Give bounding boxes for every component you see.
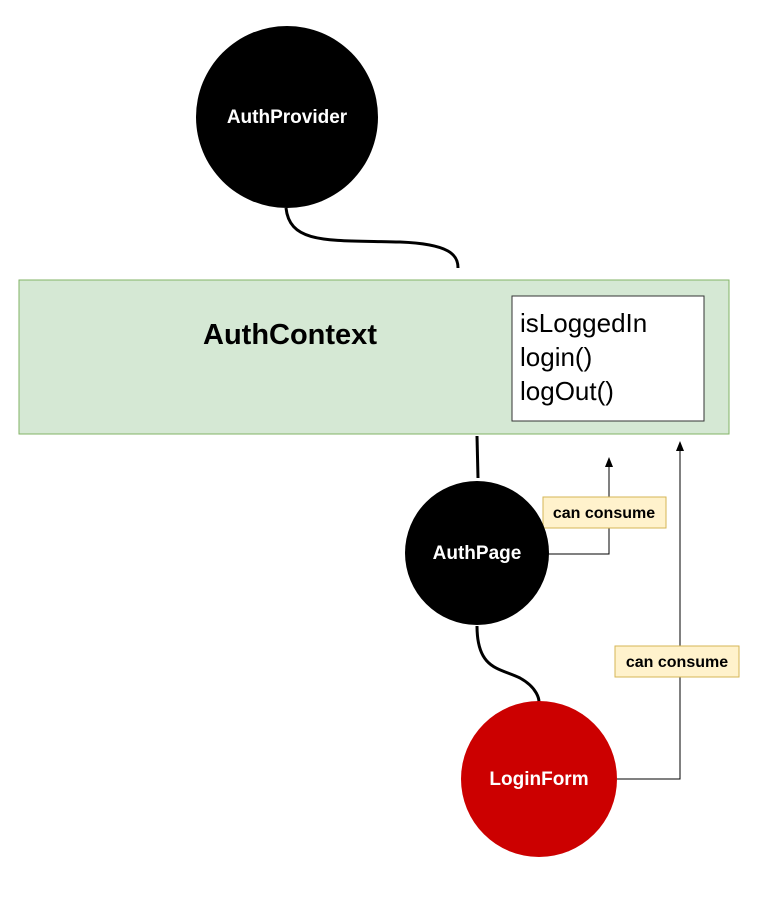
- auth-provider-circle: [196, 26, 378, 208]
- connector-context-authpage: [475, 435, 480, 479]
- auth-provider-label: AuthProvider: [227, 107, 348, 128]
- member-login: login(): [520, 342, 592, 372]
- auth-provider-node[interactable]: AuthProvider: [196, 26, 378, 208]
- context-members-box: [511, 295, 705, 422]
- arrow-loginform-consume: [617, 441, 684, 780]
- login-form-label: LoginForm: [489, 769, 588, 790]
- edge-label-box-authpage: [542, 496, 667, 529]
- connector-provider-context: [284, 207, 460, 269]
- login-form-circle: [461, 701, 617, 857]
- member-is-logged-in: isLoggedIn: [520, 308, 647, 338]
- edge-label-box-loginform: [614, 645, 740, 678]
- member-logout: logOut(): [520, 376, 614, 406]
- auth-page-circle: [405, 481, 549, 625]
- auth-page-node[interactable]: AuthPage: [405, 481, 549, 625]
- arrow-authpage-consume: [548, 457, 613, 555]
- login-form-node[interactable]: LoginForm: [461, 701, 617, 857]
- edge-label-authpage: can consume: [553, 505, 655, 522]
- edge-label-loginform: can consume: [626, 654, 728, 671]
- auth-page-label: AuthPage: [433, 543, 522, 564]
- auth-context-title: AuthContext: [203, 319, 377, 351]
- connector-authpage-loginform: [475, 625, 541, 703]
